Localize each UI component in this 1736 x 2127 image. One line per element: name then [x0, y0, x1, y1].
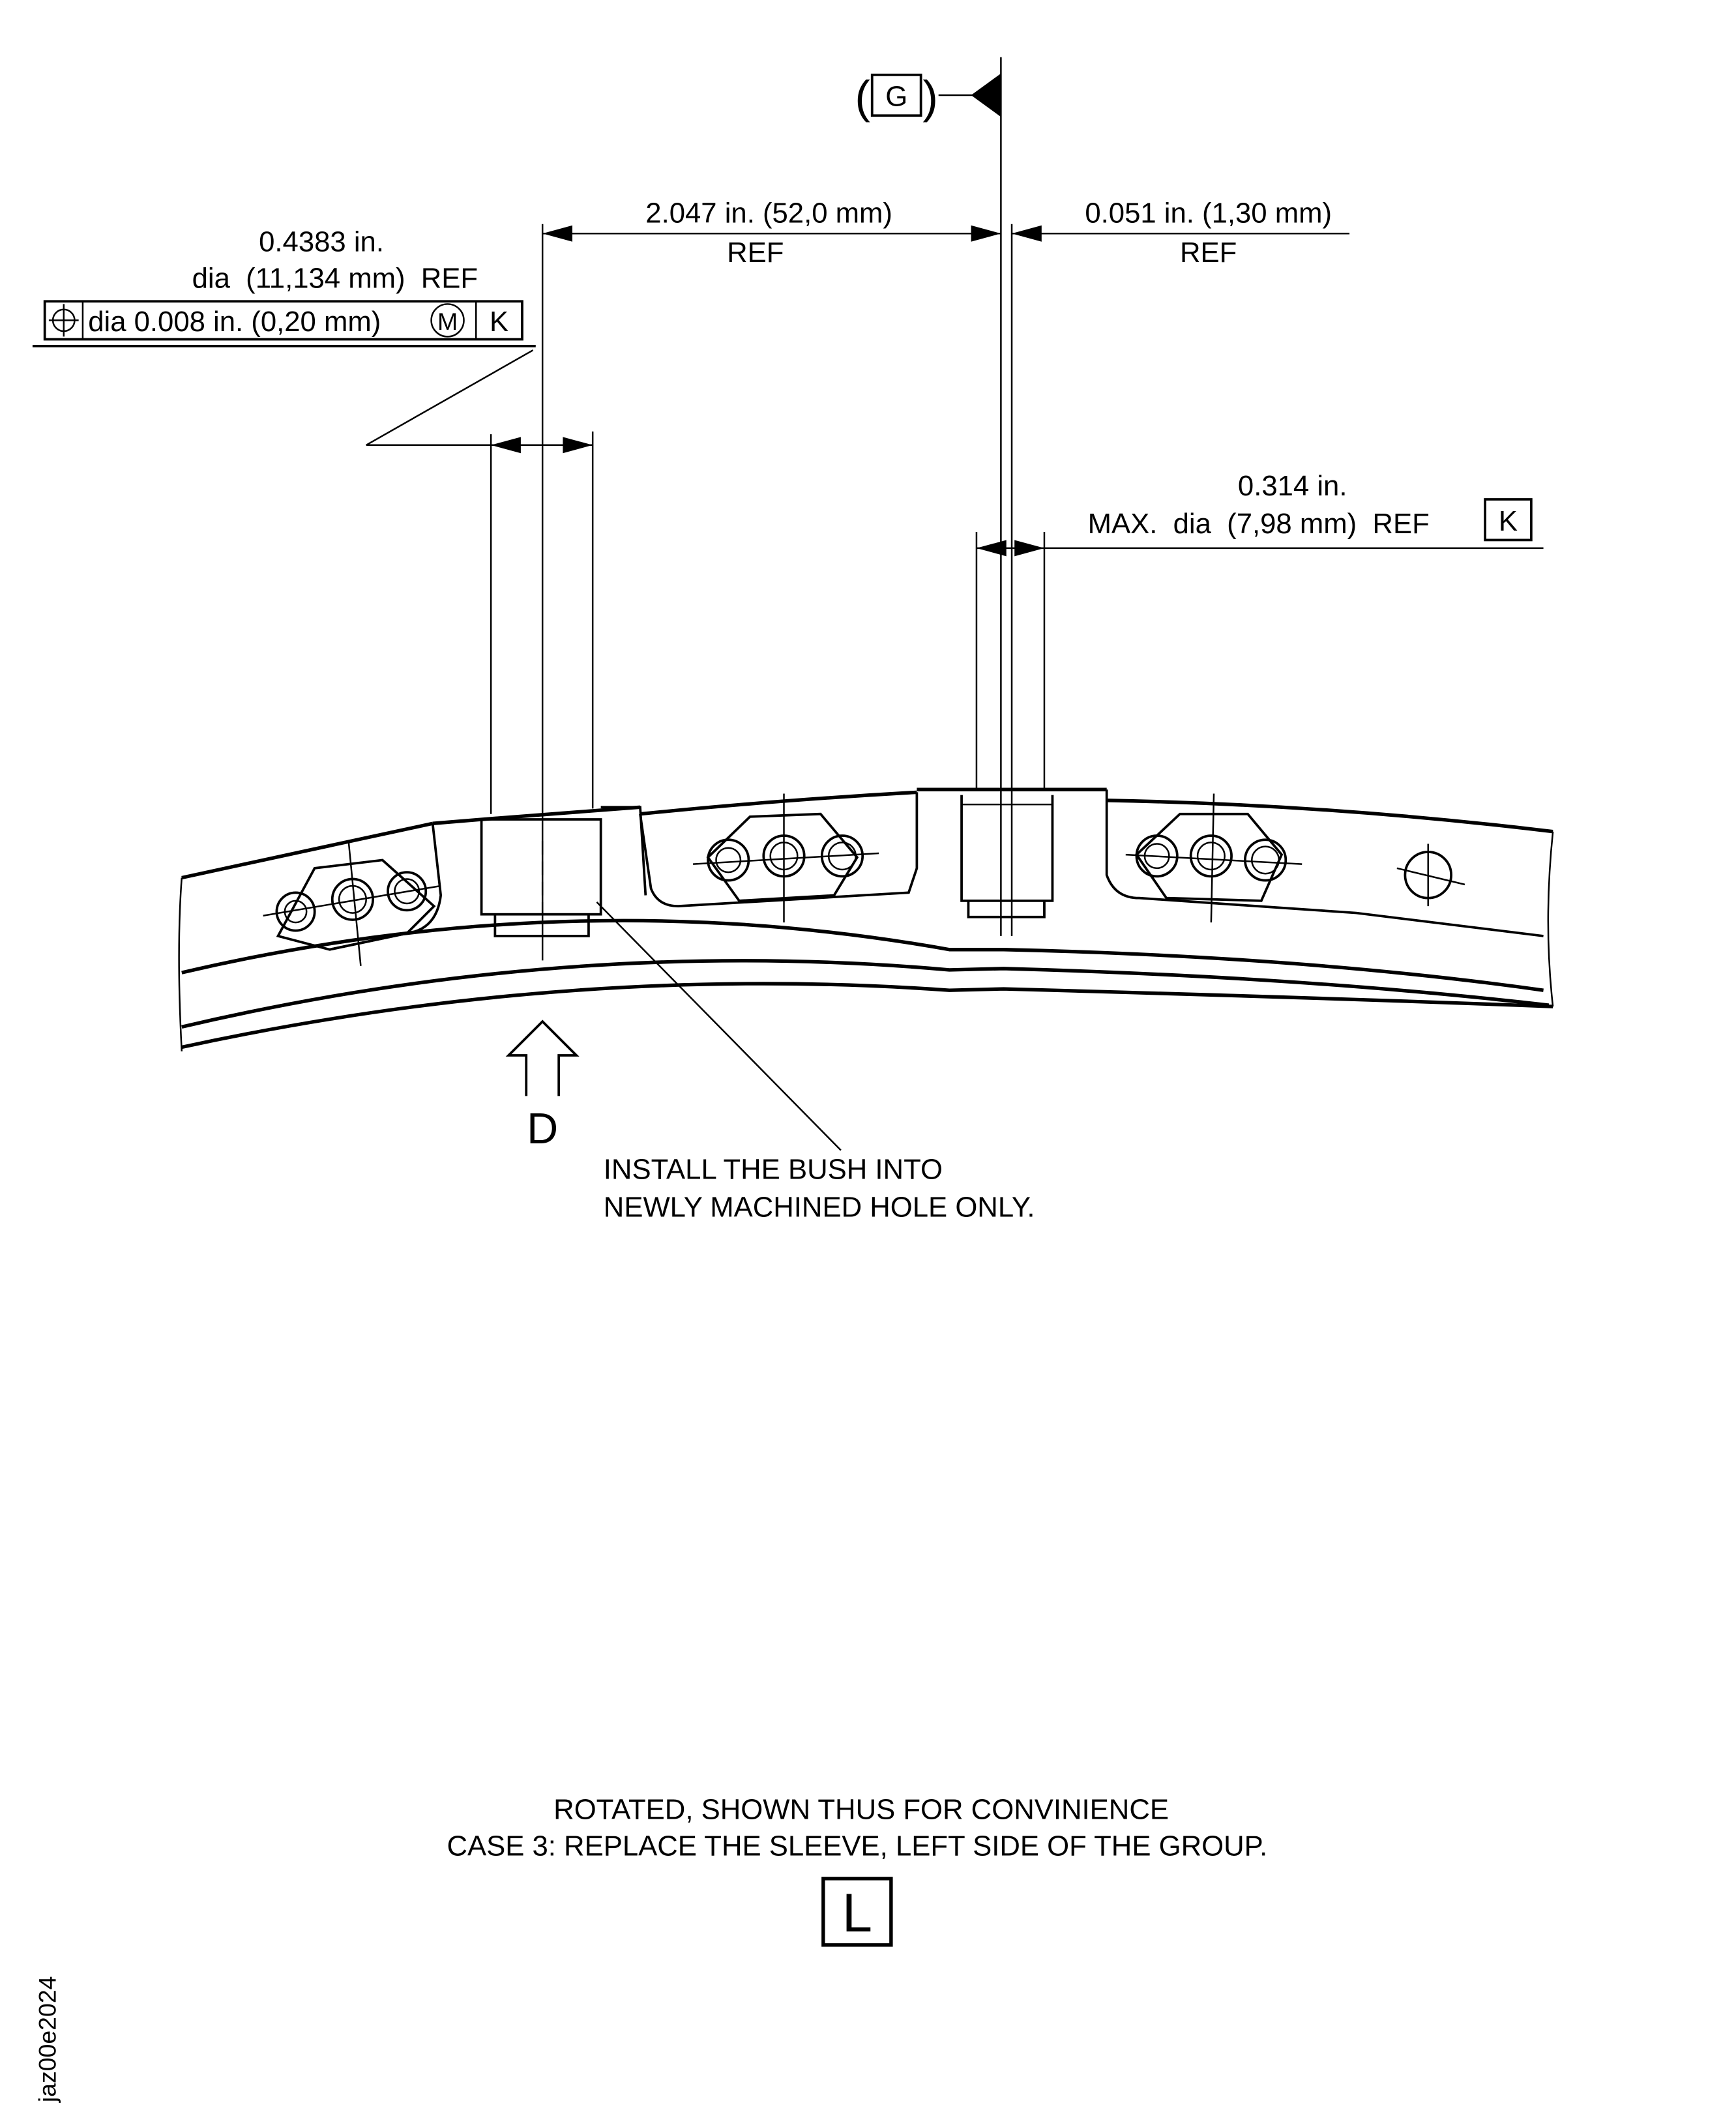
dim-offset-value: 0.051 in. (1,30 mm): [1085, 198, 1332, 229]
fastener-group-left: [263, 841, 441, 966]
datum-flag: ( G ): [855, 71, 1001, 123]
fcf-tolerance: dia 0.008 in. (0,20 mm): [88, 306, 381, 338]
hole-dia-line2: dia (11,134 mm) REF: [192, 262, 478, 294]
note-line2: NEWLY MACHINED HOLE ONLY.: [604, 1192, 1035, 1224]
fcf-modifier: M: [437, 308, 458, 335]
caption-symbol: L: [842, 1883, 872, 1943]
dim-spacing-value: 2.047 in. (52,0 mm): [645, 198, 892, 229]
caption-line1: ROTATED, SHOWN THUS FOR CONVINIENCE: [553, 1793, 1169, 1825]
max-dia-line1: 0.314 in.: [1238, 470, 1347, 502]
hole-diameter-callout: 0.4383 in. dia (11,134 mm) REF dia 0.008…: [32, 226, 593, 454]
view-arrow-d: D: [505, 1019, 580, 1153]
caption-symbol-box: [821, 1877, 893, 1947]
figure-id: jaz00e2024: [33, 1976, 61, 2104]
position-tolerance-icon: [48, 304, 79, 337]
max-dia-line2: MAX. dia (7,98 mm) REF: [1088, 508, 1430, 540]
dimension-spacing: 2.047 in. (52,0 mm) REF: [542, 198, 1001, 269]
dim-offset-ref: REF: [1180, 237, 1237, 269]
mmc-icon: [430, 303, 465, 338]
view-arrow-label: D: [527, 1105, 558, 1153]
dim-spacing-ref: REF: [727, 237, 784, 269]
datum-label: G: [885, 81, 907, 113]
caption-line2: CASE 3: REPLACE THE SLEEVE, LEFT SIDE OF…: [447, 1830, 1267, 1862]
hole-dia-line1: 0.4383 in.: [259, 226, 384, 257]
fastener-group-right: [1125, 793, 1302, 923]
hole-right: [1396, 843, 1465, 907]
svg-text:): ): [922, 71, 938, 123]
fastener-group-middle: [693, 793, 879, 923]
max-diameter-callout: 0.314 in. MAX. dia (7,98 mm) REF K: [975, 470, 1544, 790]
note-line1: INSTALL THE BUSH INTO: [604, 1153, 943, 1185]
dimension-offset: 0.051 in. (1,30 mm) REF: [1012, 198, 1350, 269]
max-dia-datum: K: [1499, 505, 1518, 537]
ring-part: [178, 787, 1554, 1051]
fcf-datum: K: [490, 306, 508, 338]
svg-text:(: (: [855, 71, 870, 123]
